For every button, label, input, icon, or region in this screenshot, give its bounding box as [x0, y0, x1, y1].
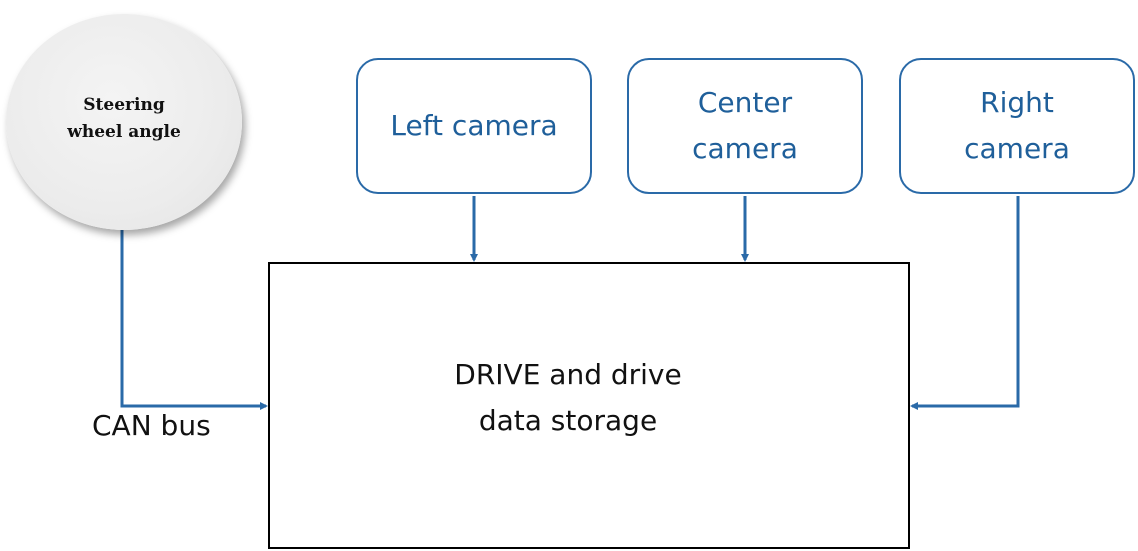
left-camera-label: Left camera	[390, 109, 558, 142]
steering-to-drive-connector	[120, 230, 268, 410]
drive-storage-label: DRIVE and drive data storage	[454, 358, 682, 437]
center-camera-node: Center camera	[627, 58, 863, 194]
can-bus-label: CAN bus	[92, 409, 211, 442]
drive-storage-node: DRIVE and drive data storage	[268, 262, 910, 549]
steering-wheel-angle-node: Steering wheel angle	[6, 14, 242, 230]
left-camera-node: Left camera	[356, 58, 592, 194]
right-camera-label: Right camera	[964, 86, 1070, 165]
right-camera-node: Right camera	[899, 58, 1135, 194]
right-camera-to-drive-connector	[910, 196, 1020, 410]
center-camera-label: Center camera	[692, 86, 798, 165]
steering-wheel-angle-label: Steering wheel angle	[67, 95, 181, 142]
